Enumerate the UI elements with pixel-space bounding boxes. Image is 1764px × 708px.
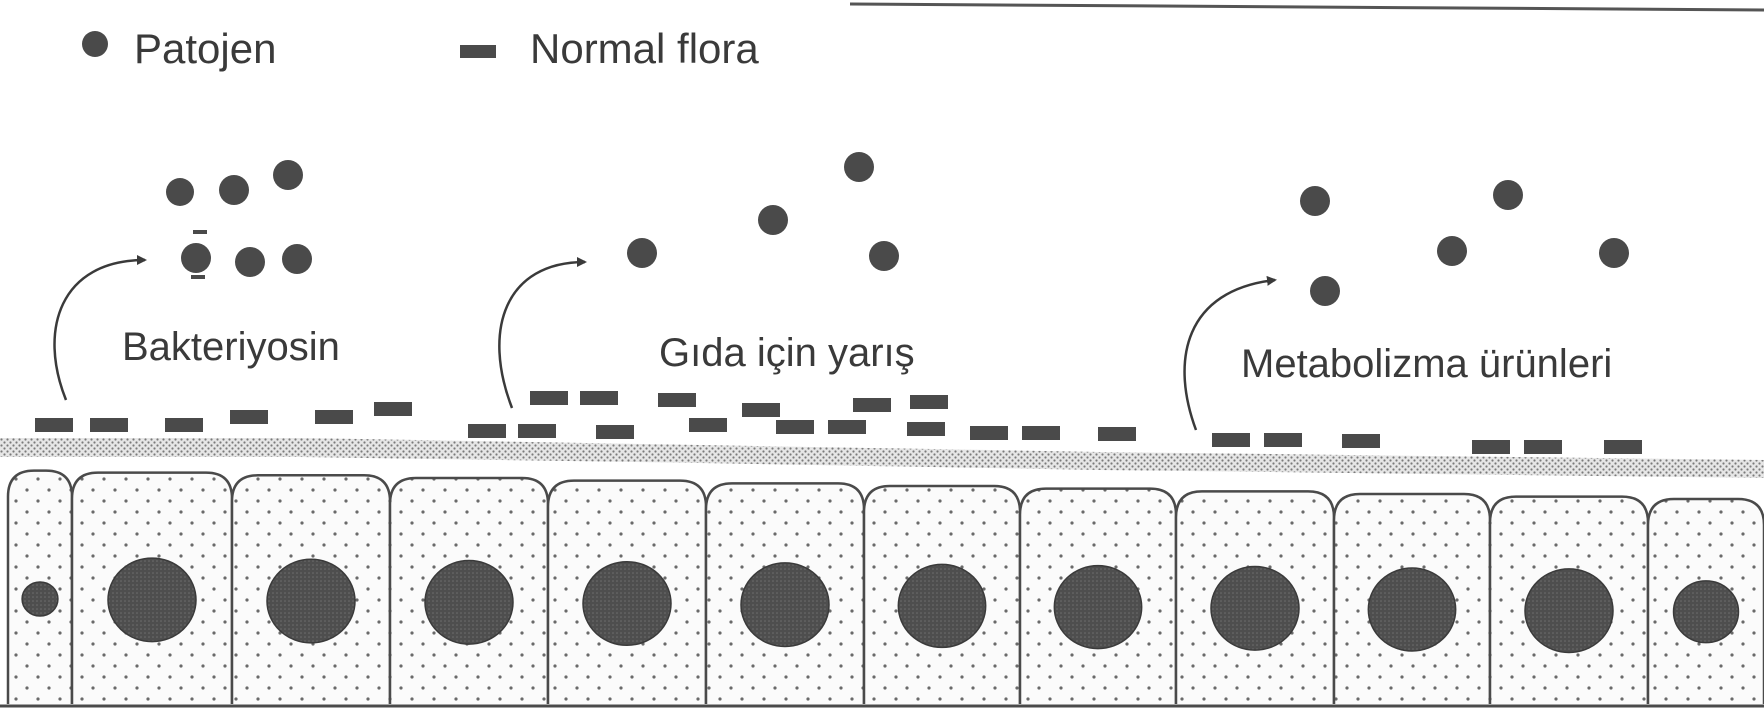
- normal-flora: [518, 424, 556, 438]
- normal-flora: [90, 418, 128, 432]
- normal-flora: [315, 410, 353, 424]
- cell-nucleus: [1054, 566, 1141, 649]
- normal-flora: [35, 418, 73, 432]
- normal-flora: [1098, 427, 1136, 441]
- normal-flora: [1472, 440, 1510, 454]
- cell-nucleus: [741, 563, 829, 647]
- pathogen: [273, 160, 303, 190]
- cell-nucleus: [425, 560, 513, 644]
- cell-nucleus: [108, 558, 196, 642]
- cell-nucleus: [1674, 581, 1739, 643]
- normal-flora: [1022, 426, 1060, 440]
- normal-flora: [1524, 440, 1562, 454]
- legend: Patojen Normal flora: [82, 25, 759, 72]
- legend-flora-label: Normal flora: [530, 25, 759, 72]
- pathogen: [282, 244, 312, 274]
- normal-flora: [828, 420, 866, 434]
- normal-flora: [742, 403, 780, 417]
- normal-flora: [970, 426, 1008, 440]
- pathogen: [181, 243, 211, 273]
- normal-flora: [910, 395, 948, 409]
- normal-flora: [853, 398, 891, 412]
- mechanism-label-food-competition: Gıda için yarış: [659, 331, 915, 375]
- bacteriocin-mark: [191, 275, 205, 279]
- normal-flora: [580, 391, 618, 405]
- cell-nucleus: [583, 562, 671, 646]
- bacteriocin-mark: [193, 230, 207, 234]
- pathogen: [1300, 186, 1330, 216]
- normal-flora: [468, 424, 506, 438]
- normal-flora: [374, 402, 412, 416]
- cell-nucleus: [1525, 569, 1613, 653]
- pathogen: [166, 178, 194, 206]
- normal-flora: [1264, 433, 1302, 447]
- cell-nucleus: [1368, 568, 1455, 651]
- normal-flora: [230, 410, 268, 424]
- pathogen: [1493, 180, 1523, 210]
- normal-flora: [907, 422, 945, 436]
- normal-flora: [689, 418, 727, 432]
- pathogen-group: [166, 152, 1629, 306]
- epithelial-cell-layer: [8, 471, 1764, 704]
- normal-flora: [658, 393, 696, 407]
- mechanism-label-metabolic-products: Metabolizma ürünleri: [1241, 342, 1612, 386]
- cell-nucleus: [898, 564, 985, 647]
- arrow-food-competition: [499, 262, 585, 408]
- pathogen: [1437, 236, 1467, 266]
- normal-flora: [1604, 440, 1642, 454]
- pathogen: [1599, 238, 1629, 268]
- normal-flora: [596, 425, 634, 439]
- pathogen: [235, 247, 265, 277]
- legend-pathogen-symbol: [82, 31, 108, 57]
- cell-nucleus: [267, 559, 355, 643]
- pathogen: [844, 152, 874, 182]
- normal-flora: [1212, 433, 1250, 447]
- mechanism-label-bacteriocin: Bakteriyosin: [122, 325, 340, 369]
- pathogen: [219, 175, 249, 205]
- pathogen: [1310, 276, 1340, 306]
- pathogen: [758, 205, 788, 235]
- legend-flora-symbol: [460, 45, 496, 58]
- normal-flora: [1342, 434, 1380, 448]
- legend-pathogen-label: Patojen: [134, 25, 276, 72]
- frame-top-line: [850, 4, 1764, 10]
- cell-nucleus: [22, 582, 58, 616]
- pathogen: [869, 241, 899, 271]
- normal-flora: [165, 418, 203, 432]
- cell-nucleus: [1211, 567, 1299, 651]
- normal-flora: [530, 391, 568, 405]
- pathogen: [627, 238, 657, 268]
- normal-flora: [776, 420, 814, 434]
